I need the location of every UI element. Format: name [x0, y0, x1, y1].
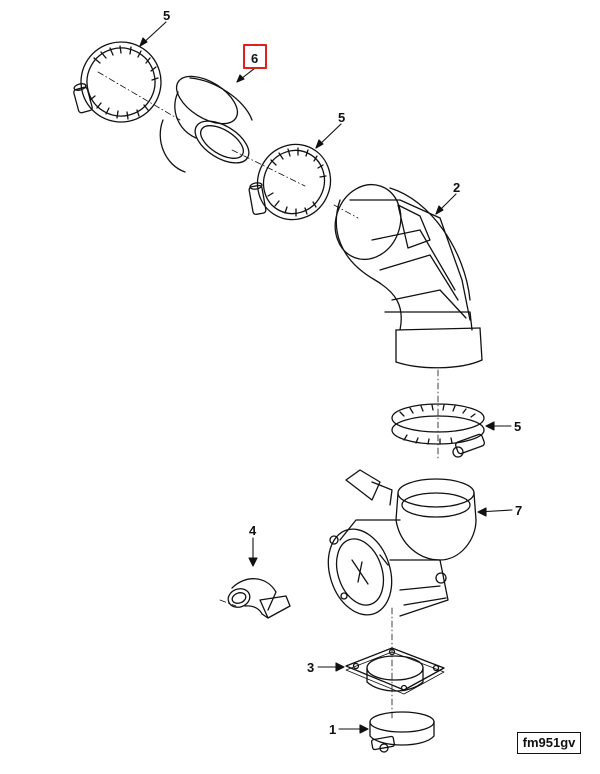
- hose-clamp-bottom: [370, 712, 434, 752]
- figure-id-label: fm951gv: [517, 732, 581, 754]
- callout-7: 7: [515, 503, 522, 518]
- mounting-gasket: [346, 648, 444, 694]
- callout-3: 3: [307, 660, 314, 675]
- hose-clamp-upper: [67, 28, 175, 136]
- small-elbow-fitting: [226, 579, 290, 618]
- hose-clamp-middle: [244, 132, 343, 233]
- callout-2: 2: [453, 180, 460, 195]
- callout-4: 4: [249, 523, 257, 538]
- leader-lines: [139, 21, 513, 734]
- rubber-coupler: [160, 67, 256, 172]
- assembly-centerline: [97, 71, 439, 721]
- callout-5-top: 5: [163, 8, 170, 23]
- elbow-duct: [325, 175, 482, 367]
- callout-6: 6: [251, 51, 258, 66]
- callout-5-lower: 5: [514, 419, 521, 434]
- callout-1: 1: [329, 722, 336, 737]
- callout-6-highlight: [243, 44, 267, 69]
- callout-5-middle: 5: [338, 110, 345, 125]
- throttle-body: [318, 470, 476, 623]
- hose-clamp-lower: [392, 404, 485, 457]
